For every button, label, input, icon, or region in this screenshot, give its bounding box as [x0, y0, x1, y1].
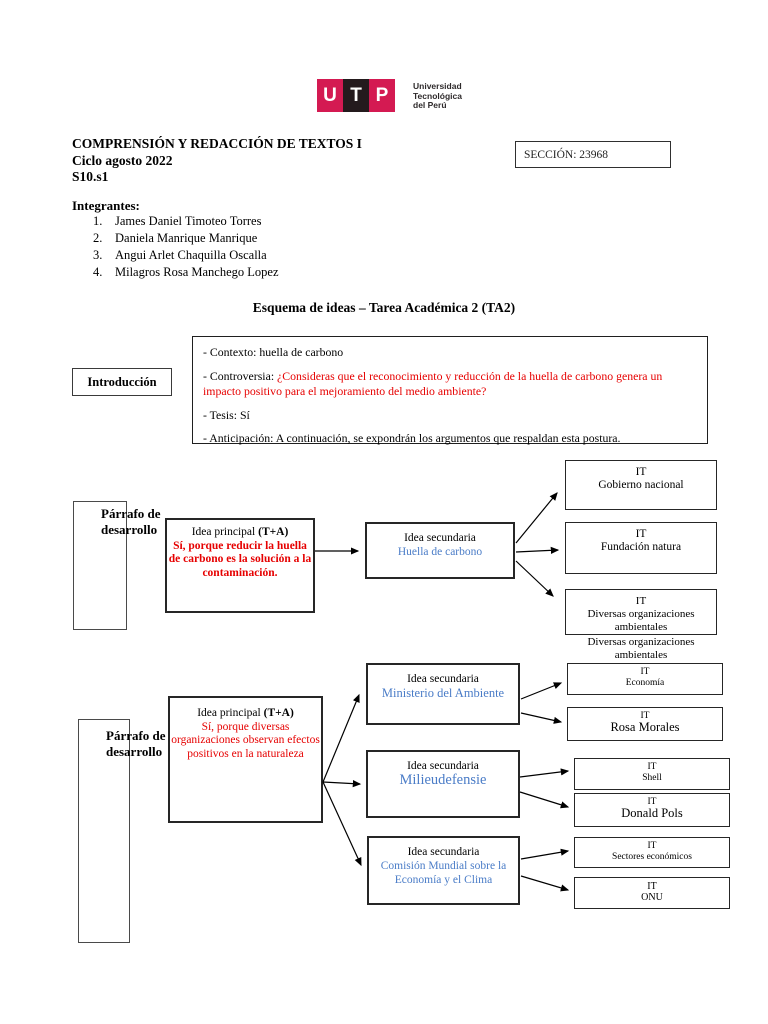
intro-controversia: - Controversia: ¿Consideras que el recon…: [203, 369, 697, 400]
it-box-organizaciones: IT Diversas organizaciones ambientales: [565, 589, 717, 635]
paragraph2-frame: [78, 719, 130, 943]
list-item: 3. Angui Arlet Chaquilla Oscalla: [93, 247, 279, 264]
idea-principal-1-title: Idea principal (T+A): [191, 526, 289, 538]
it-tag: IT: [647, 841, 657, 851]
idea-secundaria-2c-name: Comisión Mundial sobre la Economía y el …: [380, 860, 507, 886]
it-box-donald-pols: IT Donald Pols: [574, 793, 730, 827]
idea-secundaria-2b-box: Idea secundaria Milieudefensie: [366, 750, 520, 818]
utp-logo: U T P: [317, 79, 395, 112]
it-name: Gobierno nacional: [598, 479, 684, 491]
it-name: ONU: [641, 892, 663, 903]
course-session: S10.s1: [72, 169, 109, 184]
it-name: Rosa Morales: [610, 720, 680, 734]
idea-secundaria-2b-heading: Idea secundaria: [407, 760, 479, 772]
intro-controversia-prefix: - Controversia:: [203, 368, 278, 383]
it-tag: IT: [635, 595, 647, 607]
it-tag: IT: [640, 667, 650, 677]
it-name: Sectores económicos: [612, 852, 692, 862]
list-item: 2. Daniela Manrique Manrique: [93, 230, 279, 247]
it-box-shell: IT Shell: [574, 758, 730, 790]
it-name: Diversas organizaciones ambientales: [587, 608, 695, 633]
logo-caption: Universidad Tecnológica del Perú: [413, 81, 462, 111]
it-tag: IT: [640, 711, 650, 721]
idea-principal-1-text: Sí, porque reducir la huella de carbono …: [168, 539, 312, 579]
logo-caption-line: Universidad: [413, 81, 462, 91]
introduction-content-box: - Contexto: huella de carbono - Controve…: [192, 336, 708, 445]
idea-secundaria-2c-box: Idea secundaria Comisión Mundial sobre l…: [367, 836, 520, 905]
it-box-rosa-morales: IT Rosa Morales: [567, 707, 723, 741]
intro-anticipacion: - Anticipación: A continuación, se expon…: [203, 431, 621, 445]
paragraph1-label: Párrafo de desarrollo: [101, 506, 161, 537]
members-list: 1. James Daniel Timoteo Torres 2. Daniela …: [93, 213, 279, 281]
intro-contexto: - Contexto: huella de carbono: [203, 345, 344, 359]
members-heading: Integrantes:: [72, 198, 140, 213]
it-name: Economía: [625, 678, 665, 688]
it-tag: IT: [635, 466, 647, 478]
it-tag: IT: [647, 762, 657, 772]
intro-tesis: - Tesis: Sí: [203, 407, 250, 422]
it-box-fundacion: IT Fundación natura: [565, 522, 717, 574]
intro-controversia-question: ¿Consideras que el reconocimiento y redu…: [203, 368, 663, 399]
it-overflow-text: Diversas organizaciones ambientales: [587, 636, 695, 661]
it-tag: IT: [635, 528, 647, 540]
idea-secundaria-2a-heading: Idea secundaria: [407, 673, 479, 685]
logo-caption-line: del Perú: [413, 100, 447, 110]
idea-secundaria-2c-heading: Idea secundaria: [407, 846, 480, 858]
idea-secundaria-2a-name: Ministerio del Ambiente: [381, 686, 505, 700]
section-number: SECCIÓN: 23968: [524, 148, 609, 161]
idea-secundaria-1-box: Idea secundaria Huella de carbono: [365, 522, 515, 579]
item-number: 4.: [93, 265, 103, 279]
course-cycle: Ciclo agosto 2022: [72, 152, 173, 168]
it-name: Shell: [642, 773, 662, 783]
item-number: 2.: [93, 231, 103, 245]
paragraph1-frame: [73, 501, 127, 630]
idea-secundaria-1-heading: Idea secundaria: [404, 532, 476, 544]
idea-secundaria-1-name: Huella de carbono: [397, 546, 483, 558]
item-number: 3.: [93, 248, 103, 262]
logo-letter-t: T: [343, 79, 369, 112]
list-item: 4. Milagros Rosa Manchego Lopez: [93, 264, 279, 281]
list-item: 1. James Daniel Timoteo Torres: [93, 213, 279, 230]
logo-caption-line: Tecnológica: [413, 90, 462, 101]
introduction-label-box: Introducción: [72, 368, 172, 396]
it-box-sectores: IT Sectores económicos: [574, 837, 730, 868]
it-box-onu: IT ONU: [574, 877, 730, 909]
logo-letter-u: U: [317, 79, 343, 112]
course-header: COMPRENSIÓN Y REDACCIÓN DE TEXTOS I Cicl…: [72, 136, 362, 186]
idea-secundaria-2a-box: Idea secundaria Ministerio del Ambiente: [366, 663, 520, 725]
member-name: Milagros Rosa Manchego Lopez: [115, 265, 279, 279]
it-box-economia: IT Economía: [567, 663, 723, 695]
idea-principal-2-box: Idea principal (T+A) Sí, porque diversas…: [168, 696, 323, 823]
idea-principal-2-text: Sí, porque diversas organizaciones obser…: [171, 720, 320, 760]
paragraph2-label: Párrafo de desarrollo: [106, 728, 166, 759]
it-tag: IT: [647, 797, 657, 807]
idea-principal-2-title: Idea principal (T+A): [197, 707, 294, 719]
idea-secundaria-2b-name: Milieudefensie: [399, 772, 487, 788]
page-title: Esquema de ideas – Tarea Académica 2 (TA…: [252, 300, 516, 315]
idea-principal-1-box: Idea principal (T+A) Sí, porque reducir …: [165, 518, 315, 613]
item-number: 1.: [93, 214, 103, 228]
it-name: Donald Pols: [621, 806, 683, 820]
section-number-box: SECCIÓN: 23968: [515, 141, 671, 168]
introduction-label: Introducción: [87, 374, 157, 389]
it-box-gobierno: IT Gobierno nacional: [565, 460, 717, 510]
course-title: COMPRENSIÓN Y REDACCIÓN DE TEXTOS I: [72, 136, 362, 151]
member-name: Angui Arlet Chaquilla Oscalla: [115, 248, 267, 262]
logo-letter-p: P: [369, 79, 395, 112]
member-name: Daniela Manrique Manrique: [115, 231, 258, 245]
it-tag: IT: [647, 881, 657, 892]
it-name: Fundación natura: [600, 541, 682, 553]
member-name: James Daniel Timoteo Torres: [115, 214, 262, 228]
